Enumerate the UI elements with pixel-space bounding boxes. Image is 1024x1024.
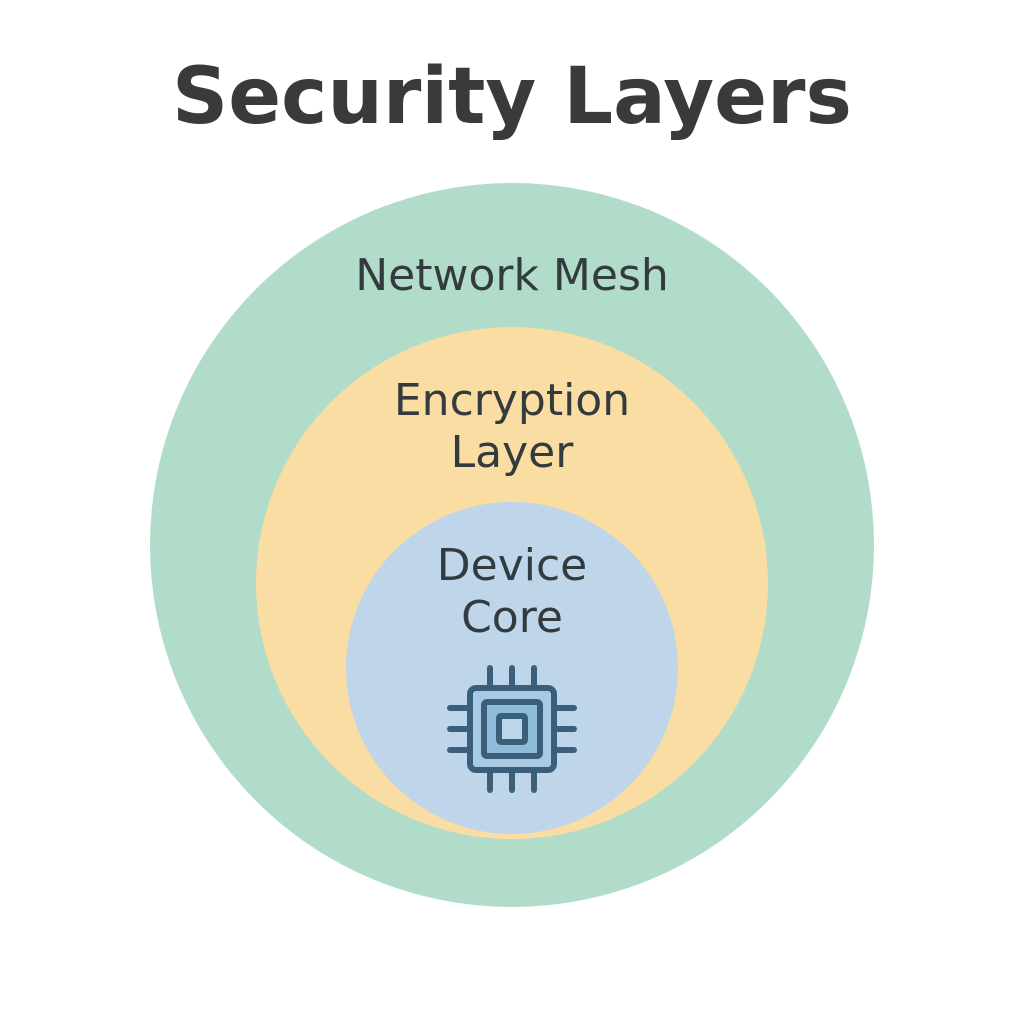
device-core-label-line2: Core: [461, 592, 563, 643]
chip-icon: [447, 665, 577, 793]
device-core-label-line1: Device: [436, 540, 588, 591]
encryption-layer-label-line2: Layer: [450, 427, 574, 478]
encryption-layer-label-line1: Encryption: [393, 375, 631, 426]
network-mesh-label-text: Network Mesh: [355, 250, 669, 301]
page-title: Security Layers: [172, 52, 852, 142]
encryption-layer-label: Encryption Layer: [262, 375, 762, 479]
device-core-label: Device Core: [262, 540, 762, 644]
network-mesh-label: Network Mesh: [262, 250, 762, 302]
